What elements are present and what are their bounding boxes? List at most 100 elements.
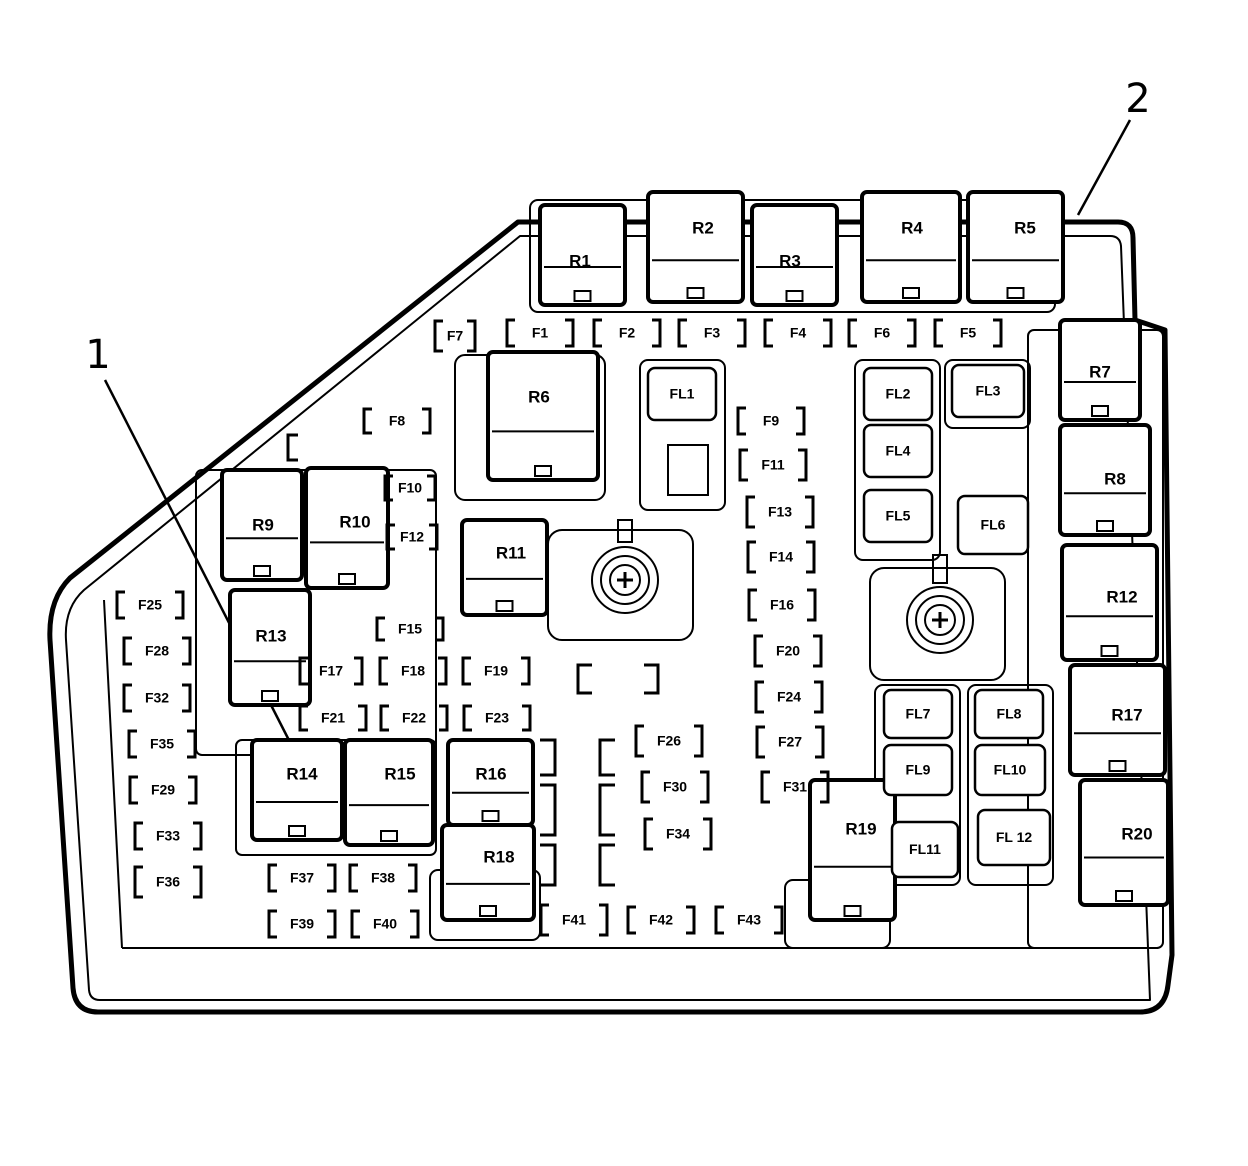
fuse-f30-left-clip xyxy=(640,770,650,804)
fusible-link-fl11: FL11 xyxy=(890,820,960,879)
fuse-f9-left-clip xyxy=(736,406,746,436)
fuse-f9-right-clip xyxy=(796,406,806,436)
relay-r7: R7 xyxy=(1058,318,1142,422)
fuse-f17-left-clip xyxy=(298,656,308,686)
fuse-f34-left-clip xyxy=(643,817,653,851)
relay-r14: R14 xyxy=(250,738,344,842)
fuse-f6-left-clip xyxy=(847,318,857,348)
relay-r20: R20 xyxy=(1078,778,1170,907)
fuse-f18-right-clip xyxy=(438,656,448,686)
fuse-f20: F20 xyxy=(753,634,823,668)
fuse-f39-right-clip xyxy=(327,909,337,939)
fuse-f26: F26 xyxy=(634,724,704,758)
fuse-f32: F32 xyxy=(122,683,192,713)
relay-r11-tab xyxy=(495,600,514,612)
fuse-f25: F25 xyxy=(115,590,185,620)
fuse-f38: F38 xyxy=(348,863,418,893)
fuse-f3-left-clip xyxy=(677,318,687,348)
fuse-f35-left-clip xyxy=(127,729,137,759)
relay-r15-body xyxy=(343,738,435,847)
relay-r11-label: R11 xyxy=(496,543,526,562)
fuse-f37-label: F37 xyxy=(290,870,314,886)
fusible-link-fl4: FL4 xyxy=(862,423,934,479)
fuse-f22-label: F22 xyxy=(402,710,426,726)
fuse-f40: F40 xyxy=(350,909,420,939)
relay-r9: R9 xyxy=(220,468,304,582)
fusible-link-fl11-label: FL11 xyxy=(909,841,941,857)
fuse-f11-right-clip xyxy=(798,448,808,482)
fuse-f38-right-clip xyxy=(408,863,418,893)
fuse-f29-right-clip xyxy=(188,775,198,805)
fuse-f31-label: F31 xyxy=(783,779,807,795)
fuse-f19-left-clip xyxy=(461,656,471,686)
fuse-f33-right-clip xyxy=(193,821,203,851)
relay-r2-body xyxy=(646,190,745,304)
fuse-f8-right-clip xyxy=(422,407,432,435)
fuse-f33-left-clip xyxy=(133,821,143,851)
fusible-link-fl8-body xyxy=(973,688,1045,740)
fusible-link-fl4-body xyxy=(862,423,934,479)
relay-r5-tab xyxy=(1006,287,1025,299)
fuse-f28-left-clip xyxy=(122,636,132,666)
fuse-f33-label: F33 xyxy=(156,828,180,844)
fusible-link-fl1: FL1 xyxy=(646,366,718,422)
relay-r16: R16 xyxy=(446,738,535,827)
relay-r18-body xyxy=(440,823,536,922)
fuse-f2-right-clip xyxy=(652,318,662,348)
fusible-link-fl7: FL7 xyxy=(882,688,954,740)
fuse-f34-right-clip xyxy=(703,817,713,851)
fuse-f33: F33 xyxy=(133,821,203,851)
fuse-f10-right-clip xyxy=(427,474,437,502)
fuse-f25-left-clip xyxy=(115,590,125,620)
fuse-f38-left-clip xyxy=(348,863,358,893)
fusible-link-fl10-label: FL10 xyxy=(994,762,1027,778)
relay-r6-body xyxy=(486,350,600,482)
fuse-f37-left-clip xyxy=(267,863,277,893)
fuse-f41-left-clip xyxy=(539,903,549,937)
relay-r20-label: R20 xyxy=(1121,824,1152,843)
fuse-f16-right-clip xyxy=(807,588,817,622)
fusible-link-fl2-label: FL2 xyxy=(886,386,911,402)
fuse-f5: F5 xyxy=(933,318,1003,348)
fuse-f16-label: F16 xyxy=(770,597,794,613)
fuse-f12-left-clip xyxy=(385,523,395,551)
mounting-screw-right xyxy=(906,554,974,654)
relay-r12-label: R12 xyxy=(1106,587,1137,606)
fuse-f35-right-clip xyxy=(187,729,197,759)
fuse-f8-left-clip xyxy=(362,407,372,435)
fuse-f15-label: F15 xyxy=(398,621,422,637)
relay-r14-body xyxy=(250,738,344,842)
fuse-f14: F14 xyxy=(746,540,816,574)
fuse-f43-left-clip xyxy=(714,905,724,935)
relay-r8-body xyxy=(1058,423,1152,537)
fuse-f10-left-clip xyxy=(383,474,393,502)
relay-r12-body xyxy=(1060,543,1159,662)
fuse-f16-left-clip xyxy=(747,588,757,622)
relay-r13-body xyxy=(228,588,312,707)
fusible-link-fl6-body xyxy=(956,494,1030,556)
fuse-f18: F18 xyxy=(378,656,448,686)
fuse-f12-right-clip xyxy=(429,523,439,551)
fuse-f15-left-clip xyxy=(375,616,385,642)
fuse-f1-label: F1 xyxy=(532,325,549,341)
fuse-f20-left-clip xyxy=(753,634,763,668)
fuse-f6-right-clip xyxy=(907,318,917,348)
relay-r13-tab xyxy=(261,690,279,702)
relay-r8-tab xyxy=(1096,520,1114,532)
fuse-f12: F12 xyxy=(385,523,439,551)
fuse-f22: F22 xyxy=(379,704,449,732)
fuse-f30-right-clip xyxy=(700,770,710,804)
fusible-link-fl10: FL10 xyxy=(973,743,1047,797)
relay-r1: R1 xyxy=(538,203,627,307)
relay-r4: R4 xyxy=(860,190,962,304)
fusible-link-fl9: FL9 xyxy=(882,743,954,797)
fuse-f19: F19 xyxy=(461,656,531,686)
relay-r18-label: R18 xyxy=(483,847,514,866)
fuse-f40-left-clip xyxy=(350,909,360,939)
fuse-f3: F3 xyxy=(677,318,747,348)
fuse-f5-right-clip xyxy=(993,318,1003,348)
relay-r8: R8 xyxy=(1058,423,1152,537)
relay-r5: R5 xyxy=(966,190,1065,304)
